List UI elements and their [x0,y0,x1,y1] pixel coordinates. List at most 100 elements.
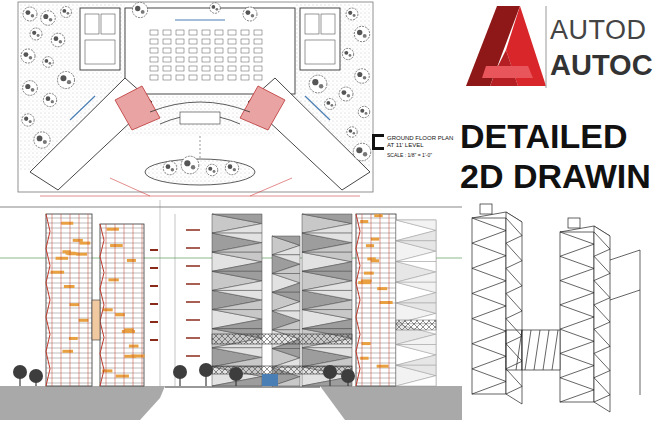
ground-floor-plan [18,2,373,192]
ground-floor-plan-part-part-part [60,75,66,81]
elevation-drawing-part-part [396,241,436,251]
elevation-drawing-part-part [212,252,262,262]
ground-floor-plan-part-part-part [49,18,53,22]
ground-floor-plan-part-part-part [233,168,236,171]
ground-floor-plan-part-part-part [135,6,140,11]
ground-floor-plan-part-part-part [43,57,54,68]
perspective-drawing-part [610,290,640,300]
headline: DETAILED 2D DRAWIN [460,116,656,196]
ground-floor-plan-part-part [189,30,197,35]
ground-floor-plan-part-part-part [30,28,42,40]
elevation-drawing-part-part [302,233,352,252]
elevation-drawing-part-part [100,298,144,299]
ground-floor-plan-part-part [163,48,171,53]
ground-floor-plan-part-part-part [319,84,323,88]
elevation-drawing-part-part [46,263,92,264]
ground-floor-plan-part-part [206,164,218,176]
elevation-drawing-part-part [100,373,144,374]
elevation-drawing-part-part [272,302,300,311]
ground-floor-plan-part-part [189,66,197,71]
perspective-drawing-part [560,378,594,402]
perspective-drawing-part [594,378,610,402]
elevation-drawing-part-part [212,334,352,344]
elevation-drawing-part-part [371,214,372,386]
ground-floor-plan-part-part-part [25,84,30,89]
elevation-drawing-part-part [100,278,144,279]
elevation-drawing-part-part [100,273,144,274]
elevation-drawing-part-part [46,358,92,359]
ground-floor-plan-part-part-part [37,34,40,37]
perspective-drawing-part [594,305,610,329]
elevation-drawing [0,200,462,420]
elevation-drawing-part-part [302,290,352,300]
ground-floor-plan-part-part-part [325,99,336,110]
ground-floor-plan-part-part [150,57,158,62]
elevation-drawing-part-part [360,220,368,223]
ground-floor-plan-part-part-part [355,69,369,83]
perspective-drawing-part [594,281,610,305]
ground-floor-plan-part-part [254,39,262,44]
elevation-drawing-part-part [396,355,436,365]
autocad-logo-part [546,6,547,88]
elevation-drawing-part-part [360,357,368,360]
ground-floor-plan-part-part-part [206,164,218,176]
elevation-drawing-part-part [46,328,92,329]
autocad-logo [466,6,546,88]
elevation-drawing-part-part [272,292,300,311]
ground-floor-plan-part-part [241,48,249,53]
ground-floor-plan-part-part [243,7,257,21]
elevation-drawing-part-part [76,253,87,256]
elevation-drawing-part-part [212,214,262,224]
perspective-drawing-part [472,319,506,344]
perspective-drawing-part [543,330,549,370]
ground-floor-plan-part-part-part [43,140,47,144]
elevation-drawing-part [262,374,278,386]
ground-floor-plan-part-part-part [59,40,62,43]
elevation-drawing-part-part [61,222,73,225]
elevation-drawing-part-part [19,378,20,386]
ground-floor-plan-part-part-part [51,33,65,47]
elevation-drawing-part-part [100,263,144,264]
scale-note-holder: SCALE : 1/8" = 1'-0" [387,152,432,158]
ground-floor-plan-part-part [21,49,35,63]
perspective-drawing-part [506,243,522,268]
elevation-drawing-part-part [358,281,371,284]
ground-floor-plan-part-part-part [363,152,367,156]
elevation-drawing-part-part [199,363,213,377]
elevation-drawing-part [175,214,352,386]
elevation-drawing-part-part [127,259,136,262]
elevation-drawing-part-part [100,368,144,369]
ground-floor-plan-part-part [339,87,353,101]
elevation-drawing-part-part [302,310,352,329]
perspective-drawing-part [522,330,560,370]
elevation-drawing-part-part [377,365,389,368]
ground-floor-plan-part-part-part [363,76,367,80]
elevation-drawing-part-part [302,233,352,243]
ground-floor-plan-part [125,8,295,94]
elevation-drawing-part-part [396,241,436,262]
elevation-drawing-part-part [329,378,330,386]
ground-floor-plan-part-part [61,7,72,18]
elevation-drawing-part-part [272,320,300,329]
elevation-drawing-part-part [380,301,393,304]
elevation-drawing-part-part [362,342,371,345]
elevation-drawing-part-part [150,339,158,341]
elevation-drawing-part-part [272,311,300,330]
elevation-drawing-part [46,214,158,386]
ground-floor-plan-part-part-part [57,71,74,88]
elevation-drawing-part-part [79,214,80,386]
ground-floor-plan-part-part-part [67,80,71,84]
ground-floor-plan-part-part [189,57,197,62]
elevation-drawing-part-part [46,278,92,279]
elevation-drawing-part-part [100,224,144,386]
elevation-drawing-part-part [124,355,136,358]
perspective-drawing-part [516,330,522,370]
ground-floor-plan-part-part-part [67,12,70,15]
elevation-drawing-part-part [13,365,27,379]
elevation-drawing-part-part [186,265,200,267]
ground-floor-plan-part-part [189,75,197,80]
elevation-drawing-part-part [302,224,352,234]
elevation-drawing-part-part [186,337,200,339]
perspective-drawing-part [560,329,594,353]
ground-floor-plan-part-part [101,14,115,34]
